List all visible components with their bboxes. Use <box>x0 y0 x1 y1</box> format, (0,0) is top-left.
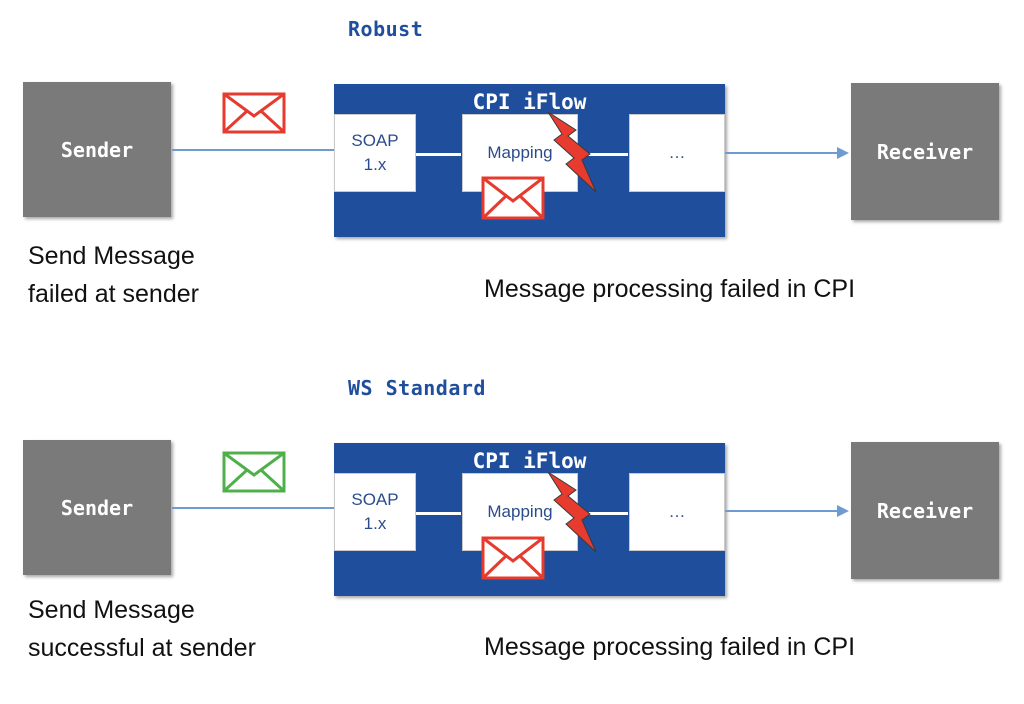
connector <box>415 153 461 156</box>
ellipsis-step: … <box>629 114 725 192</box>
ellipsis-step-label: … <box>668 502 686 521</box>
lightning-bolt-icon <box>547 471 597 553</box>
mapping-step-label: Mapping <box>487 143 553 162</box>
connector <box>576 512 628 515</box>
sender-caption: Send Message failed at sender <box>28 242 199 308</box>
cpi-caption: Message processing failed in CPI <box>484 275 856 303</box>
ellipsis-step: … <box>629 473 725 551</box>
arrow-head <box>837 505 849 517</box>
soap-step-label: SOAP 1.x <box>351 131 399 174</box>
sender-node: Sender <box>23 440 171 575</box>
sender-node: Sender <box>23 82 171 217</box>
soap-step: SOAP 1.x <box>334 114 416 192</box>
error-envelope-icon <box>481 536 545 580</box>
robust-panel: Robust Sender CPI iFlow SOAP 1.x Mapping… <box>0 0 1024 346</box>
connector <box>415 512 461 515</box>
receiver-node: Receiver <box>851 442 999 579</box>
iflow-to-receiver-line <box>725 510 837 512</box>
iflow-to-receiver-line <box>725 152 837 154</box>
panel-heading: WS Standard <box>348 376 486 400</box>
soap-step-label: SOAP 1.x <box>351 490 399 533</box>
mapping-step-label: Mapping <box>487 502 553 521</box>
sender-to-iflow-line <box>172 507 334 509</box>
receiver-node: Receiver <box>851 83 999 220</box>
arrow-head <box>837 147 849 159</box>
ws-standard-panel: WS Standard Sender CPI iFlow SOAP 1.x Ma… <box>0 358 1024 704</box>
connector <box>576 153 628 156</box>
ellipsis-step-label: … <box>668 143 686 162</box>
soap-step: SOAP 1.x <box>334 473 416 551</box>
cpi-iflow-box: CPI iFlow SOAP 1.x Mapping … <box>334 443 725 596</box>
sender-caption: Send Message successful at sender <box>28 596 256 662</box>
error-envelope-icon <box>222 92 286 134</box>
lightning-bolt-icon <box>547 111 597 193</box>
success-envelope-icon <box>222 451 286 493</box>
panel-heading: Robust <box>348 17 424 41</box>
iflow-title: CPI iFlow <box>472 449 587 473</box>
iflow-title: CPI iFlow <box>472 90 587 114</box>
sender-to-iflow-line <box>172 149 334 151</box>
cpi-caption: Message processing failed in CPI <box>484 633 856 661</box>
error-envelope-icon <box>481 176 545 220</box>
